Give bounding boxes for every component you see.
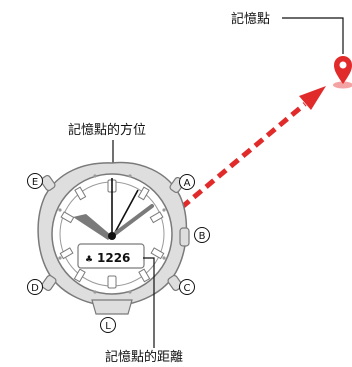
button-label-d: D bbox=[27, 279, 43, 295]
button-b-physical bbox=[179, 227, 190, 247]
svg-text:B: B bbox=[199, 231, 206, 242]
watch: ♣ 1226 bbox=[37, 161, 190, 348]
button-label-a: A bbox=[179, 174, 195, 190]
button-label-b: B bbox=[194, 227, 210, 243]
display-icon: ♣ bbox=[85, 255, 93, 265]
svg-text:D: D bbox=[31, 283, 39, 294]
svg-text:E: E bbox=[32, 177, 38, 188]
direction-hand bbox=[73, 214, 112, 240]
label-memory-point: 記憶點 bbox=[231, 11, 270, 27]
svg-text:L: L bbox=[105, 321, 111, 332]
svg-text:A: A bbox=[184, 178, 191, 189]
watch-hands bbox=[73, 178, 154, 240]
hour-markers bbox=[59, 179, 165, 289]
leader-memory-distance bbox=[143, 257, 155, 348]
label-memory-direction: 記憶點的方位 bbox=[68, 122, 146, 138]
bezel-decor bbox=[58, 174, 166, 294]
distance-readout: 1226 bbox=[97, 251, 130, 265]
location-pin-icon bbox=[333, 56, 352, 89]
button-d-physical bbox=[41, 274, 57, 292]
button-label-l: L bbox=[100, 317, 116, 333]
digital-display bbox=[77, 243, 145, 269]
svg-text:C: C bbox=[184, 283, 191, 294]
button-c-physical bbox=[167, 274, 183, 292]
label-memory-distance: 記憶點的距離 bbox=[105, 349, 183, 365]
button-label-e: E bbox=[27, 173, 43, 189]
button-label-c: C bbox=[179, 279, 195, 295]
leader-memory-point bbox=[282, 17, 344, 54]
button-e-physical bbox=[40, 174, 56, 192]
button-l-physical bbox=[91, 299, 133, 315]
